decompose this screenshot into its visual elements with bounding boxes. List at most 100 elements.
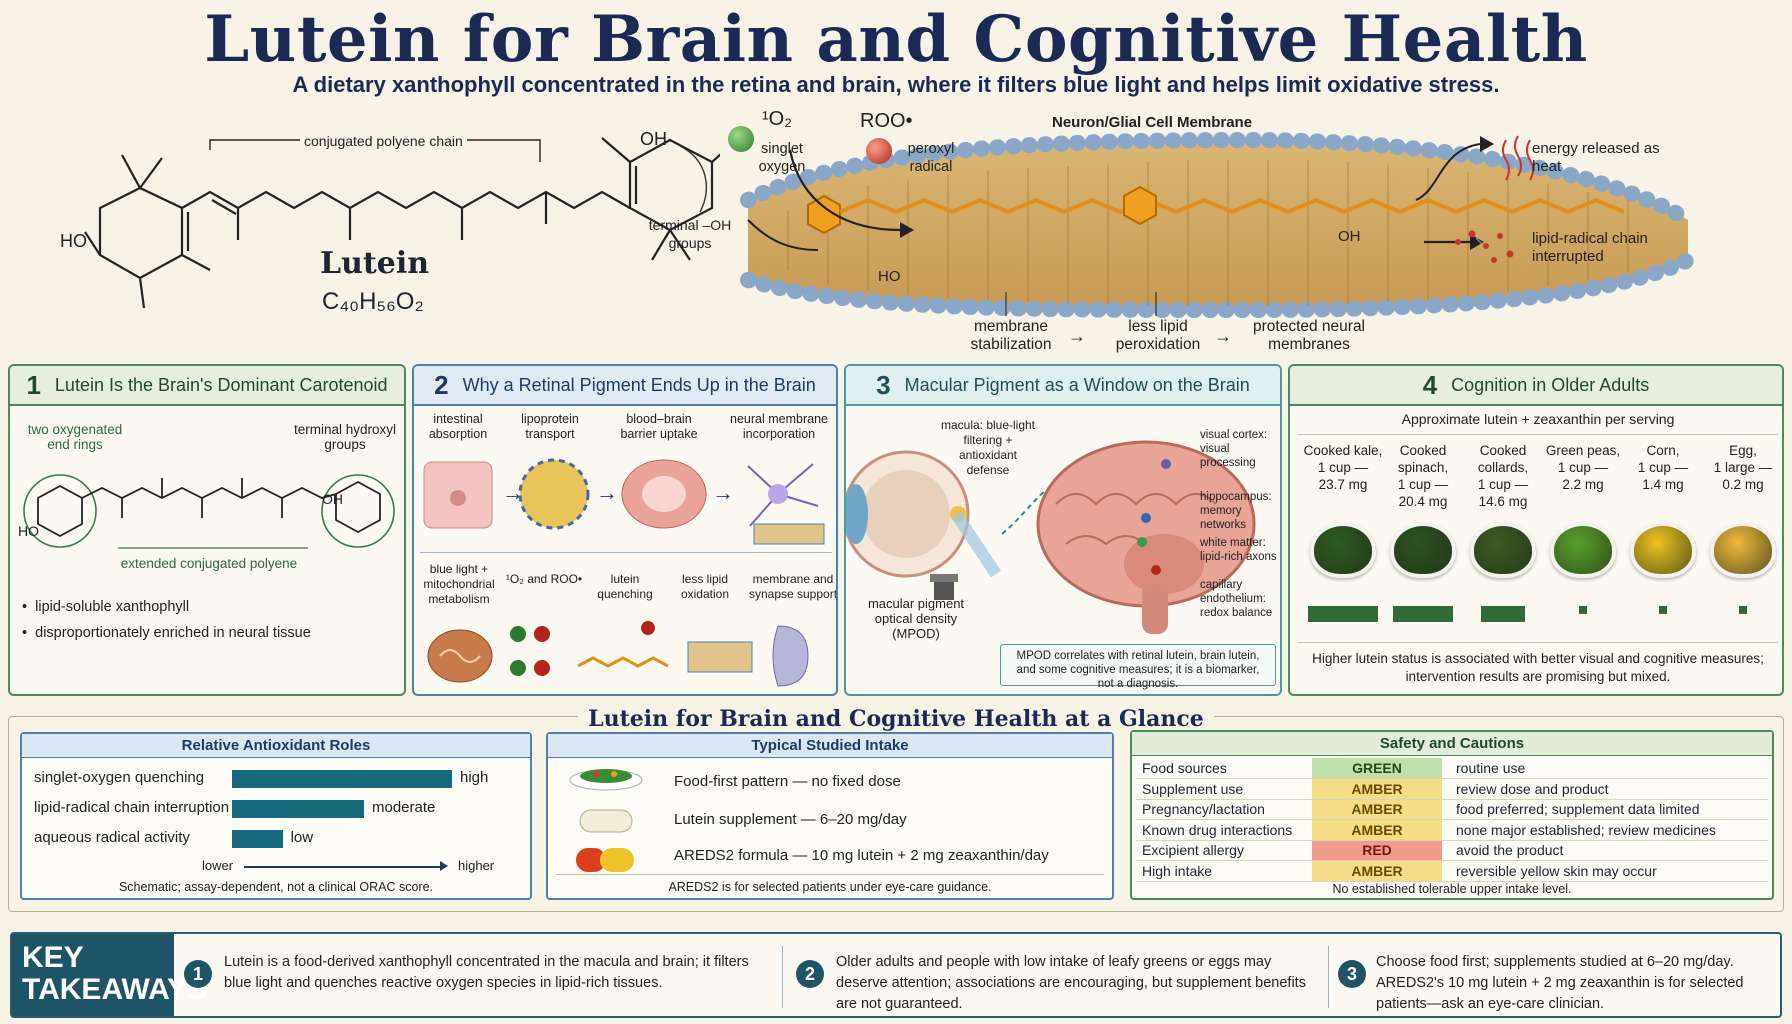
panel4-subtitle: Approximate lutein + zeaxanthin per serv… xyxy=(1401,411,1675,427)
food-serving: 1 cup — xyxy=(1397,477,1449,492)
svg-text:→: → xyxy=(502,480,524,505)
key-label-line1: KEY xyxy=(22,941,84,974)
axis-arrow xyxy=(244,866,444,868)
molecule-name: Lutein xyxy=(320,246,430,281)
panel3-title: Macular Pigment as a Window on the Brain xyxy=(904,374,1250,395)
oh-label-top: OH xyxy=(640,129,667,149)
peroxyl-radical-label: peroxyl radical xyxy=(907,141,955,175)
lutein-structure-diagram xyxy=(84,137,720,309)
food-name: Corn, xyxy=(1646,443,1680,458)
hydroxyl-label: terminal hydroxyl groups xyxy=(293,422,397,452)
safety-note: routine use xyxy=(1442,758,1768,779)
panel2-header: 2 Why a Retinal Pigment Ends Up in the B… xyxy=(414,366,836,406)
safety-status: AMBER xyxy=(1312,860,1442,882)
eye-brain-illustration xyxy=(846,440,1256,634)
antioxidant-note: Schematic; assay-dependent, not a clinic… xyxy=(118,880,434,894)
chain-interrupted-icon xyxy=(1455,230,1514,263)
panel2-divider xyxy=(420,552,832,553)
panel-macular-pigment: 3 Macular Pigment as a Window on the Bra… xyxy=(844,364,1282,696)
panel3-number: 3 xyxy=(876,369,891,400)
safety-item: Excipient allergy xyxy=(1136,840,1312,861)
panel4-divider-2 xyxy=(1298,642,1778,643)
food-amount: 2.2 mg xyxy=(1562,477,1604,492)
food-label: Cooked kale,1 cup —23.7 mg xyxy=(1298,442,1388,493)
panel3-header: 3 Macular Pigment as a Window on the Bra… xyxy=(846,366,1280,406)
step-less-oxidation: less lipid oxidation xyxy=(680,572,730,601)
takeaway-2-number: 2 xyxy=(796,960,824,988)
safety-note: reversible yellow skin may occur xyxy=(1442,860,1768,882)
food-amount-bar xyxy=(1579,606,1587,614)
panel1-oh: OH xyxy=(322,491,343,507)
safety-status: AMBER xyxy=(1312,778,1442,800)
panel4-divider xyxy=(1298,434,1778,435)
intake-divider xyxy=(556,874,1104,875)
page-subtitle: A dietary xanthophyll concentrated in th… xyxy=(292,72,1500,97)
terminal-oh-label: terminal –OH groups xyxy=(648,217,732,251)
panel1-structure xyxy=(23,474,395,549)
food-amount-bar xyxy=(1659,606,1667,614)
glance-title-text: Lutein for Brain and Cognitive Health at… xyxy=(578,706,1214,732)
membrane-diagram xyxy=(740,131,1696,319)
safety-status: AMBER xyxy=(1312,799,1442,820)
step-absorption: intestinal absorption xyxy=(428,412,488,441)
antioxidant-level: moderate xyxy=(372,799,436,816)
safety-item: Pregnancy/lactation xyxy=(1136,799,1312,820)
food-bowl-icon xyxy=(1470,522,1536,578)
intake-icons xyxy=(569,769,643,872)
food-bowl-icon xyxy=(1390,522,1456,578)
key-takeaways: KEY TAKEAWAYS 1 Lutein is a food-derived… xyxy=(10,932,1782,1018)
food-amount: 14.6 mg xyxy=(1478,494,1528,509)
bullet-text: disproportionately enriched in neural ti… xyxy=(35,625,311,641)
food-label: Egg,1 large —0.2 mg xyxy=(1698,442,1782,493)
visual-cortex-label: visual cortex: visual processing xyxy=(1200,429,1268,469)
singlet-oxygen-icon xyxy=(728,126,754,152)
food-name: Cooked collards, xyxy=(1477,443,1529,475)
safety-item: Known drug interactions xyxy=(1136,819,1312,841)
panel-dominant-carotenoid: 1 Lutein Is the Brain's Dominant Caroten… xyxy=(8,364,406,696)
step-quenching: lutein quenching xyxy=(597,572,653,601)
hippocampus-label: hippocampus: memory networks xyxy=(1200,491,1272,531)
food-bowl-icon xyxy=(1710,522,1776,578)
panel2-title: Why a Retinal Pigment Ends Up in the Bra… xyxy=(462,374,816,395)
step-synapse: membrane and synapse support xyxy=(748,572,838,601)
antioxidant-row-label: aqueous radical activity xyxy=(34,829,190,846)
food-amount-bar xyxy=(1739,606,1747,614)
capillary-label: capillary endothelium: redox balance xyxy=(1200,579,1273,619)
intake-box: Typical Studied Intake Food-first patter… xyxy=(546,732,1114,900)
takeaway-1-text: Lutein is a food-derived xanthophyll con… xyxy=(224,954,749,991)
intake-row-areds2: AREDS2 formula — 10 mg lutein + 2 mg zea… xyxy=(674,847,1049,864)
step-bbb: blood–brain barrier uptake xyxy=(620,412,698,441)
antioxidant-level: high xyxy=(460,769,489,786)
step-transport: lipoprotein transport xyxy=(521,412,579,441)
flow-step-2: less lipid peroxidation xyxy=(1115,318,1201,353)
flow-arrow-2: → xyxy=(1214,326,1232,346)
food-serving: 1 cup — xyxy=(1317,460,1369,475)
singlet-oxygen-symbol: ¹O₂ xyxy=(762,108,792,130)
quenching-pathway-illustration xyxy=(427,621,809,687)
terminal-oh-pointer xyxy=(679,145,707,213)
antioxidant-roles-box: Relative Antioxidant Roles singlet-oxyge… xyxy=(20,732,532,900)
antioxidant-title: Relative Antioxidant Roles xyxy=(22,734,530,758)
antioxidant-bar xyxy=(232,830,283,848)
food-amount: 1.4 mg xyxy=(1642,477,1684,492)
singlet-oxygen-label: singlet oxygen xyxy=(758,141,806,175)
svg-text:→: → xyxy=(596,480,618,505)
step-membrane: neural membrane incorporation xyxy=(730,412,828,441)
panel4-header: 4 Cognition in Older Adults xyxy=(1290,366,1782,406)
svg-text:→: → xyxy=(712,480,734,505)
heat-label: energy released as heat xyxy=(1532,140,1660,175)
peroxyl-radical-symbol: ROO• xyxy=(860,110,913,132)
food-bowl-icon xyxy=(1310,522,1376,578)
mpod-note: MPOD correlates with retinal lutein, bra… xyxy=(1000,644,1276,690)
food-bowl-icon xyxy=(1550,522,1616,578)
polyene-label: extended conjugated polyene xyxy=(120,556,298,571)
flow-step-1: membrane stabilization xyxy=(970,318,1052,353)
safety-note: none major established; review medicines xyxy=(1442,819,1768,841)
takeaway-2-text: Older adults and people with low intake … xyxy=(836,954,1306,1012)
safety-note: review dose and product xyxy=(1442,778,1768,800)
safety-status: GREEN xyxy=(1312,758,1442,779)
safety-note: food preferred; supplement data limited xyxy=(1442,799,1768,820)
panel1-ho: HO xyxy=(18,523,39,539)
